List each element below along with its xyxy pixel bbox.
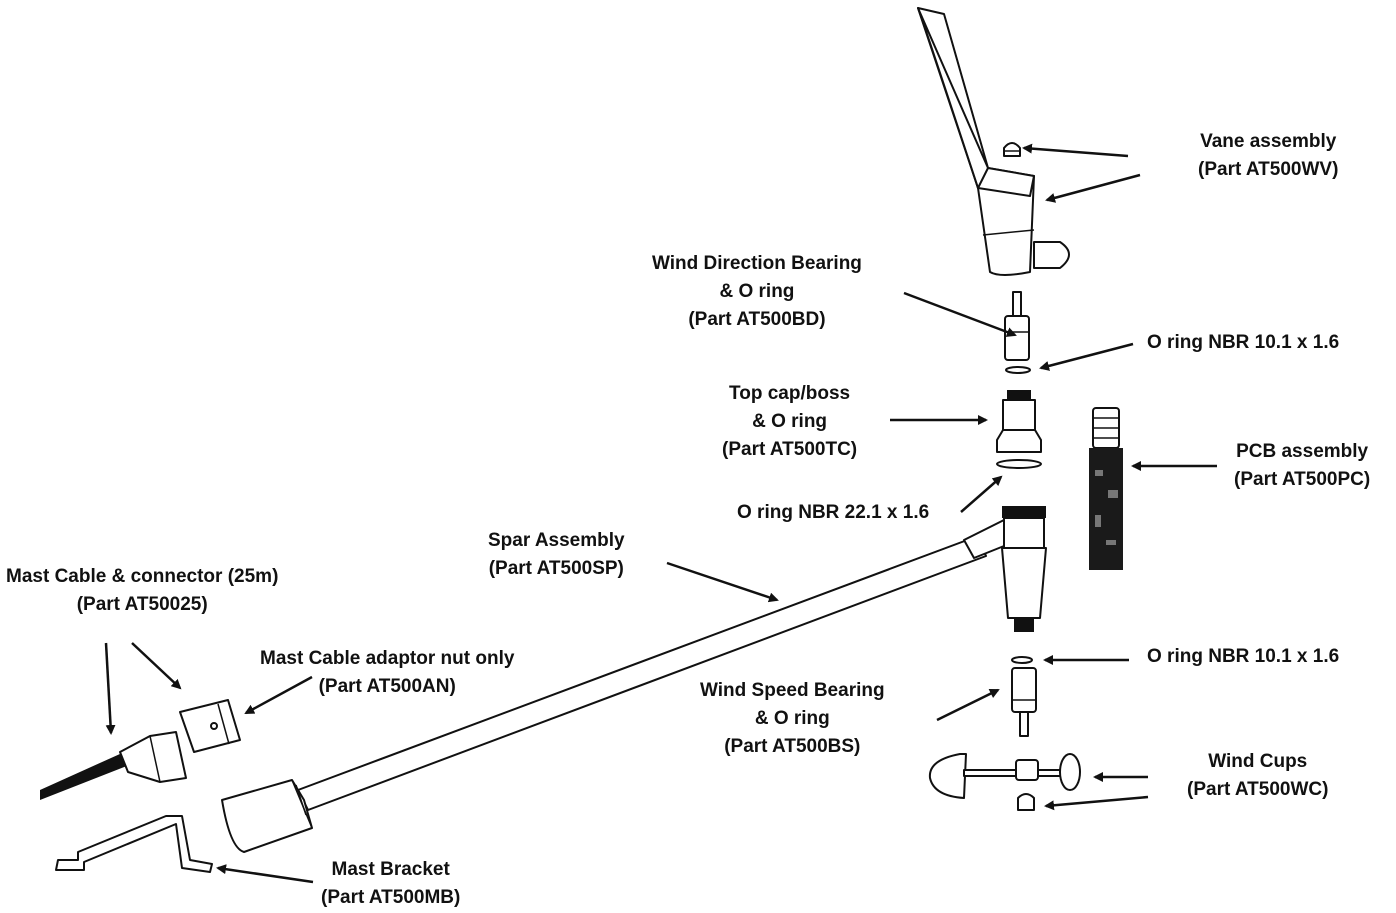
label-vane-assembly: Vane assembly(Part AT500WV) bbox=[1198, 131, 1339, 180]
label-o-ring-mid: O ring NBR 22.1 x 1.6 bbox=[737, 502, 930, 523]
label-wind-direction-bearing: Wind Direction Bearing& O ring(Part AT50… bbox=[652, 253, 862, 330]
vane-assembly bbox=[917, 7, 1070, 276]
wind-direction-bearing bbox=[1004, 291, 1030, 361]
wind-speed-bearing bbox=[1011, 667, 1037, 737]
label-pcb-assembly: PCB assembly(Part AT500PC) bbox=[1234, 441, 1371, 490]
pcb-assembly bbox=[1089, 407, 1123, 570]
o-ring-bottom bbox=[1011, 656, 1033, 664]
label-wind-cups: Wind Cups(Part AT500WC) bbox=[1187, 751, 1329, 800]
callout-arrows bbox=[104, 143, 1217, 884]
label-o-ring-top: O ring NBR 10.1 x 1.6 bbox=[1147, 332, 1340, 353]
label-mast-cable-connector: Mast Cable & connector (25m)(Part AT5002… bbox=[6, 566, 279, 615]
label-mast-bracket: Mast Bracket(Part AT500MB) bbox=[321, 859, 461, 908]
wind-cups bbox=[928, 753, 1081, 811]
label-spar-assembly: Spar Assembly(Part AT500SP) bbox=[488, 530, 625, 579]
label-adaptor-nut: Mast Cable adaptor nut only(Part AT500AN… bbox=[260, 648, 515, 697]
label-top-cap-boss: Top cap/boss& O ring(Part AT500TC) bbox=[722, 383, 858, 460]
o-ring-top bbox=[1005, 366, 1031, 374]
mast-bracket bbox=[55, 815, 213, 873]
label-o-ring-bottom: O ring NBR 10.1 x 1.6 bbox=[1147, 646, 1340, 667]
top-cap-boss bbox=[996, 390, 1042, 469]
mast-cable-connector bbox=[40, 699, 241, 800]
label-wind-speed-bearing: Wind Speed Bearing& O ring(Part AT500BS) bbox=[700, 680, 885, 757]
spar-assembly bbox=[221, 506, 1047, 853]
